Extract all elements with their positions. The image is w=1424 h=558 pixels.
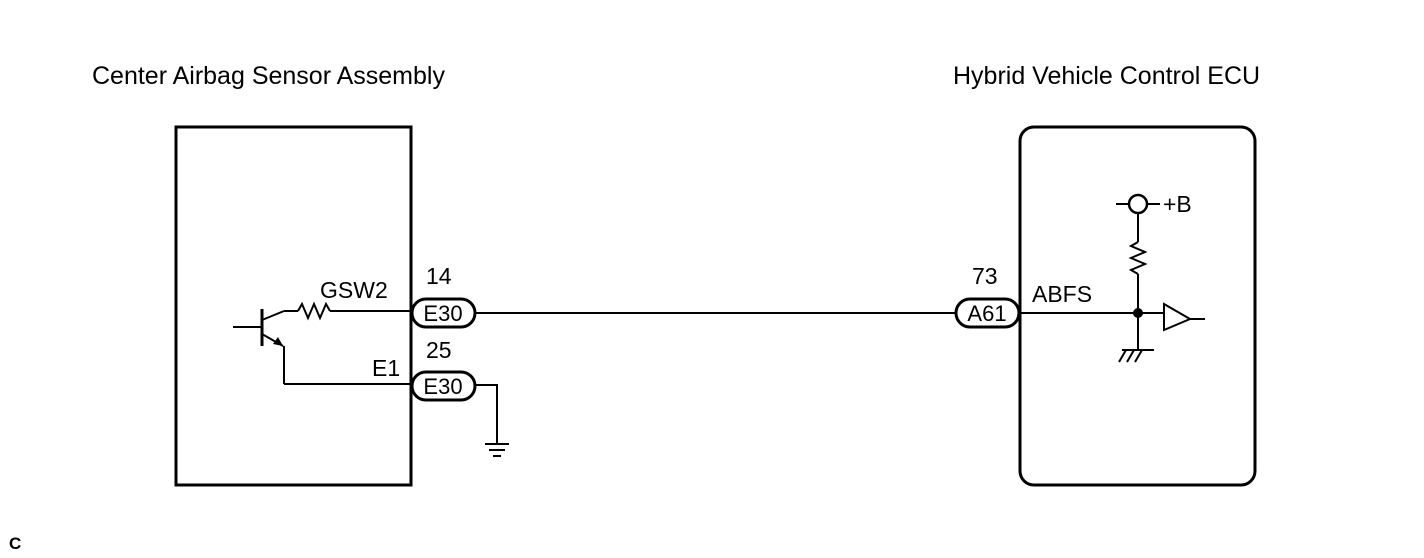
power-supply-icon [1116,193,1160,215]
hybrid-ecu-box [1018,125,1257,487]
connector-a61-pin73: A61 [954,297,1021,329]
figure-code: C [9,534,21,553]
svg-text:E30: E30 [423,301,462,326]
pullup-resistor-icon [1128,241,1148,275]
svg-text:A61: A61 [967,301,1006,326]
connector-e30-pin14: E30 [410,297,477,329]
right-component-title: Hybrid Vehicle Control ECU [953,62,1260,90]
pin-73-label: 73 [972,263,998,289]
left-component-title: Center Airbag Sensor Assembly [92,62,445,90]
pin-25-label: 25 [426,337,452,363]
transistor-icon [233,309,285,384]
resistor-icon [297,301,331,321]
svg-text:E30: E30 [423,374,462,399]
ground-icon [485,443,509,457]
buffer-amplifier-icon [1163,302,1205,332]
center-airbag-sensor-box [174,125,413,487]
e1-label: E1 [372,355,400,381]
abfs-label: ABFS [1032,281,1092,307]
connector-e30-pin25: E30 [410,370,477,402]
chassis-ground-icon [1118,349,1154,363]
pin-14-label: 14 [426,263,452,289]
ground-wire [476,384,498,444]
gsw2-label: GSW2 [320,277,388,303]
plus-b-label: +B [1163,191,1192,217]
